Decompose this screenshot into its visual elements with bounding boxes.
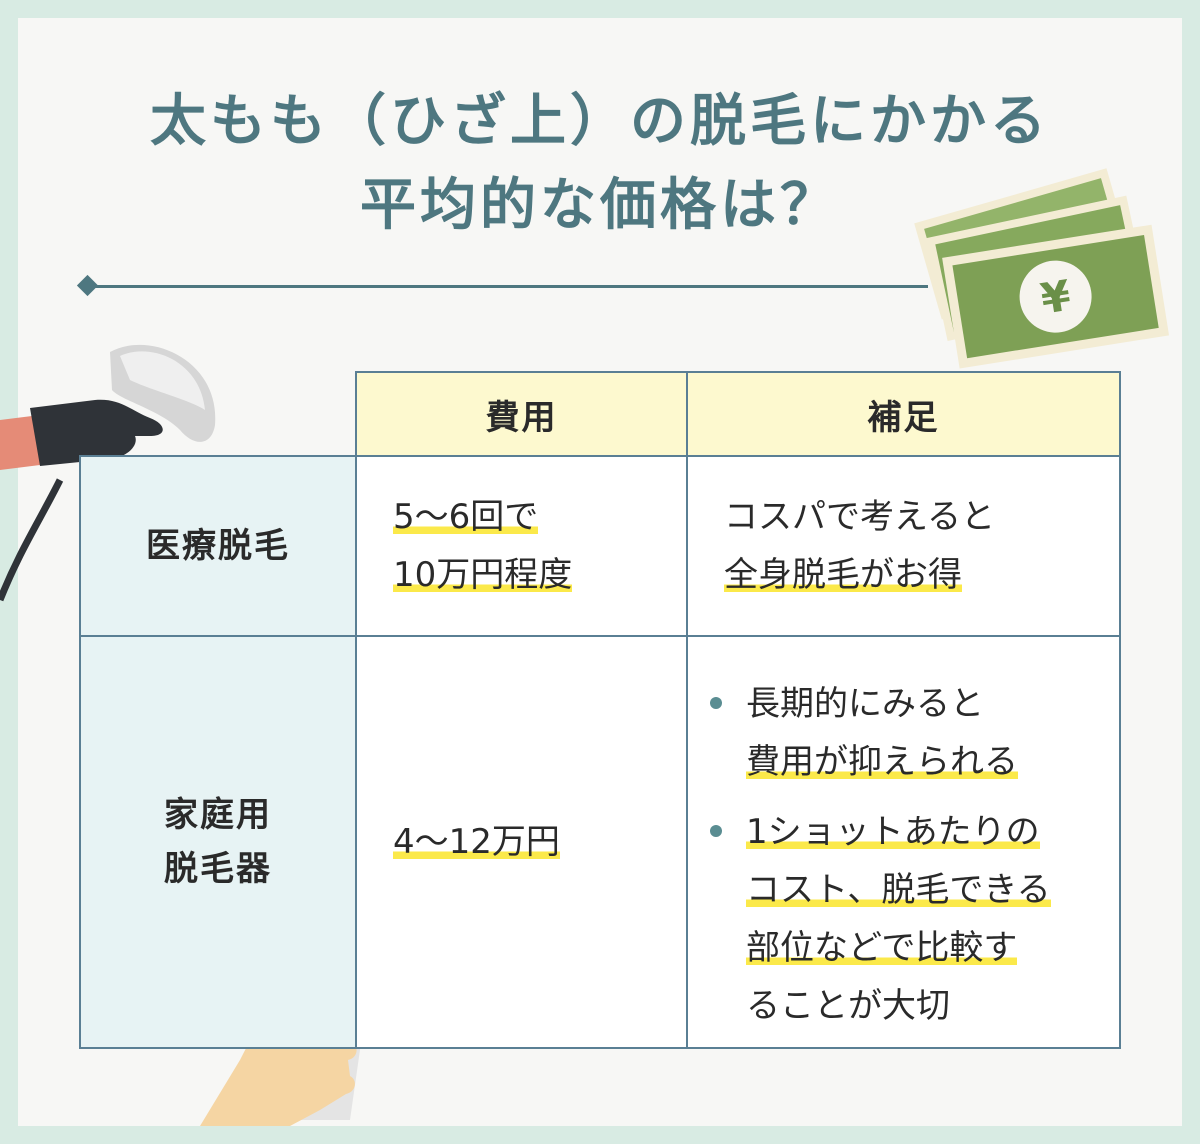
yen-banknotes-icon: ¥ <box>914 168 1170 369</box>
cost-home-value: 4～12万円 <box>393 822 560 862</box>
bullet-2-line-3: 部位などで比較す <box>746 928 1018 968</box>
title-line-1: 太もも（ひざ上）の脱毛にかかる <box>150 89 1050 154</box>
title-divider <box>88 285 928 288</box>
table-header-row: 費用 補足 <box>80 371 1121 457</box>
cost-medical: 5～6回で 10万円程度 <box>355 455 688 637</box>
bullet-1-line-1: 長期的にみると <box>746 684 984 724</box>
table-row: 医療脱毛 5～6回で 10万円程度 コスパで考えると 全身脱毛がお得 <box>79 455 1121 637</box>
page-title: 太もも（ひざ上）の脱毛にかかる 平均的な価格は？ <box>0 80 1200 248</box>
table-corner <box>80 372 357 457</box>
row-label-home-line-2: 脱毛器 <box>164 849 272 889</box>
bullet-1-line-2: 費用が抑えられる <box>746 742 1018 782</box>
cost-medical-line-2: 10万円程度 <box>393 555 573 595</box>
bullet-2-line-4: ることが大切 <box>746 986 950 1026</box>
note-bullet-list: 長期的にみると 費用が抑えられる 1ショットあたりの コスト、脱毛できる 部位な… <box>688 675 1119 1035</box>
row-label-home-device: 家庭用 脱毛器 <box>79 635 357 1049</box>
list-item: 長期的にみると 費用が抑えられる <box>710 675 1119 791</box>
note-medical: コスパで考えると 全身脱毛がお得 <box>686 455 1121 637</box>
row-label-medical: 医療脱毛 <box>79 455 357 637</box>
note-medical-line-2: 全身脱毛がお得 <box>724 555 962 595</box>
cost-home-device: 4～12万円 <box>355 635 688 1049</box>
table-row: 家庭用 脱毛器 4～12万円 長期的にみると 費用が抑えられる 1ショットあたり… <box>79 635 1121 1049</box>
header-note: 補足 <box>686 371 1121 457</box>
title-line-2: 平均的な価格は？ <box>360 173 840 238</box>
row-label-home-line-1: 家庭用 <box>164 795 272 835</box>
cost-medical-line-1: 5～6回で <box>393 497 539 537</box>
note-medical-line-1: コスパで考えると <box>724 497 995 537</box>
header-cost: 費用 <box>355 371 688 457</box>
note-home-device: 長期的にみると 費用が抑えられる 1ショットあたりの コスト、脱毛できる 部位な… <box>686 635 1121 1049</box>
bullet-2-line-2: コスト、脱毛できる <box>746 870 1051 910</box>
list-item: 1ショットあたりの コスト、脱毛できる 部位などで比較す ることが大切 <box>710 803 1119 1035</box>
bullet-2-line-1: 1ショットあたりの <box>746 812 1040 852</box>
price-comparison-table: 費用 補足 医療脱毛 5～6回で 10万円程度 コスパで考えると 全身脱毛がお得… <box>79 371 1121 1049</box>
